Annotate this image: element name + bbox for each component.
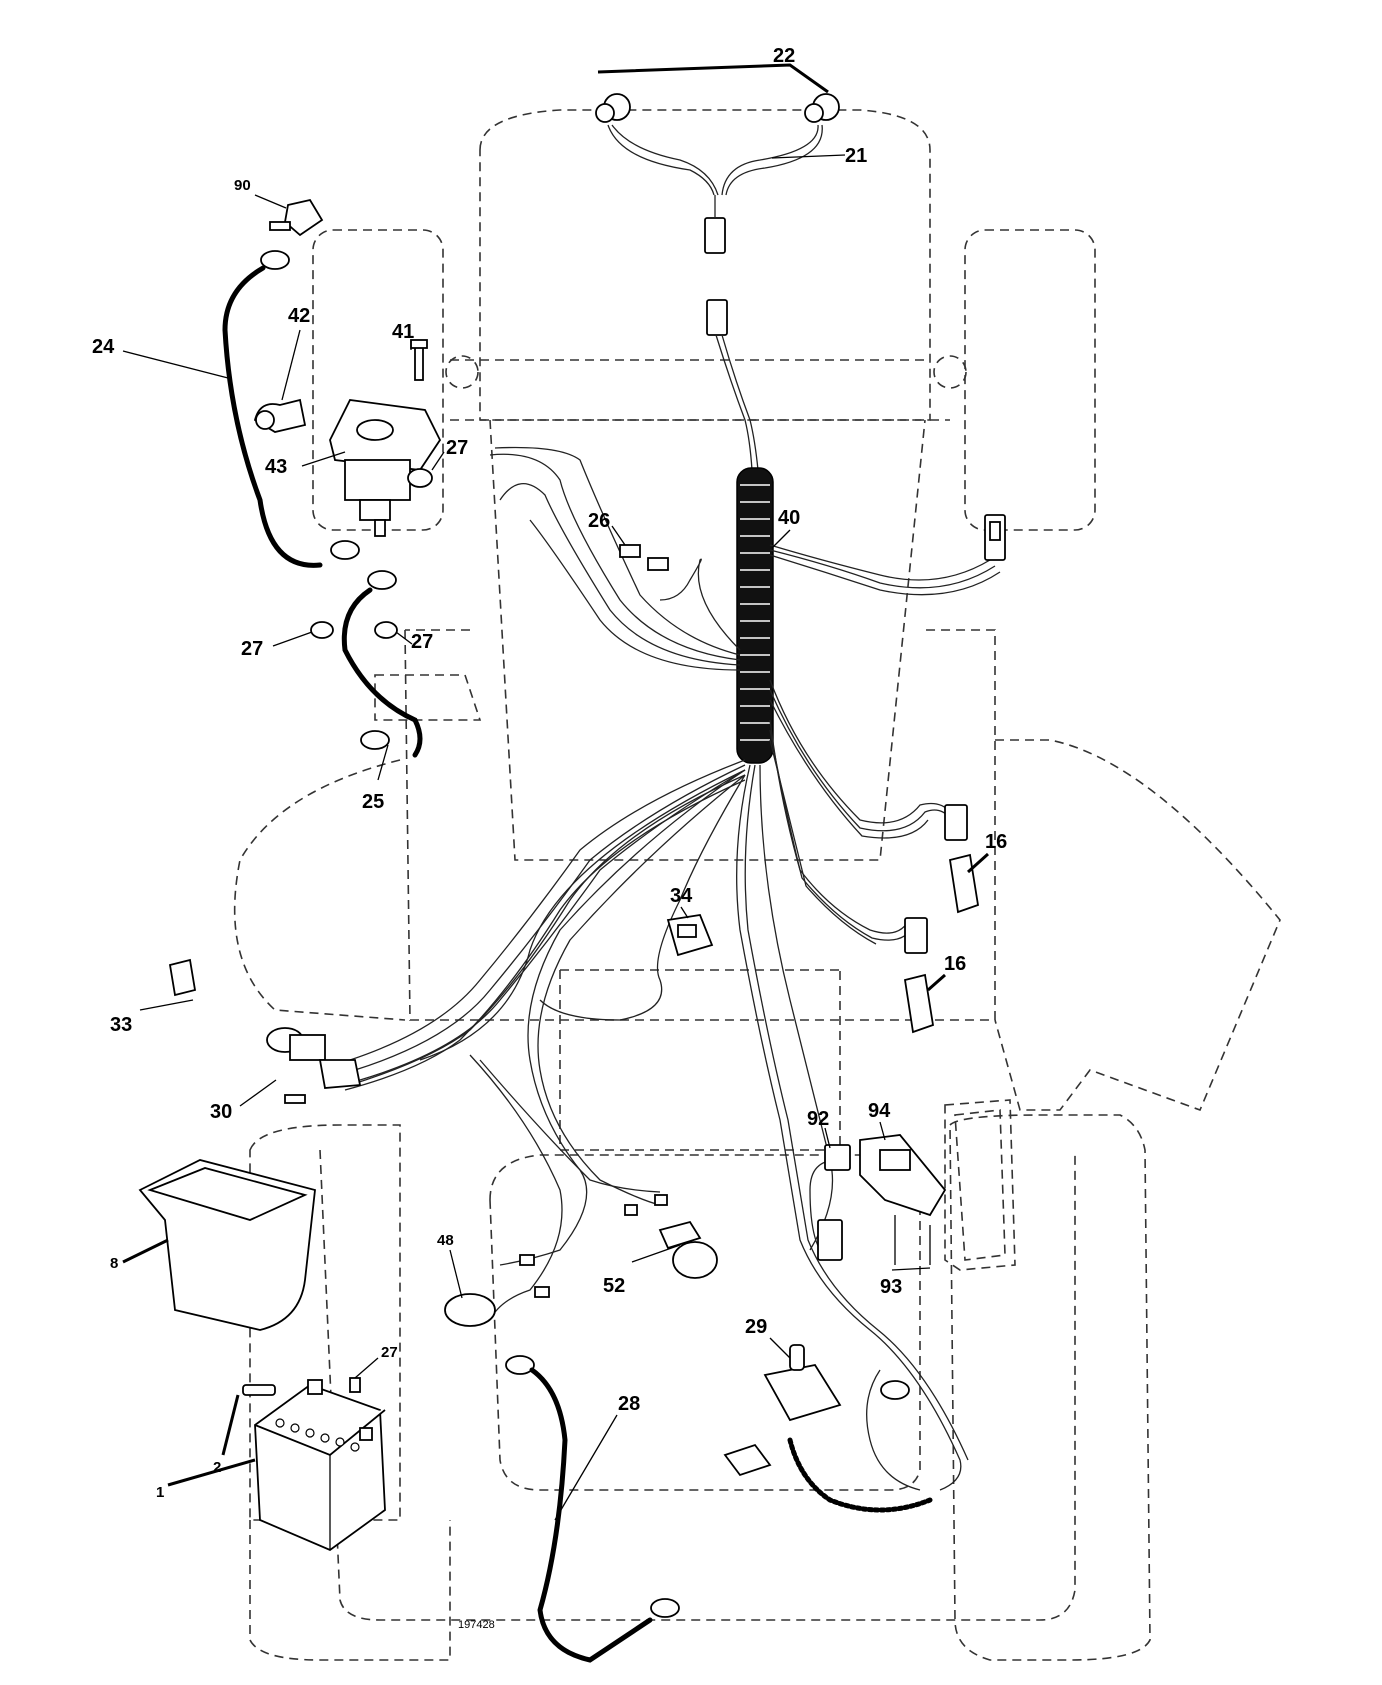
callout-26: 26 [588,510,610,532]
callout-16-upper: 16 [985,831,1007,853]
callout-22: 22 [773,45,795,67]
callout-42: 42 [288,305,310,327]
callout-25: 25 [362,791,384,813]
callout-43: 43 [265,456,287,478]
callout-33: 33 [110,1014,132,1036]
leader-lines [122,63,990,1521]
callout-27-right: 27 [411,631,433,653]
headlight-assembly [595,93,840,471]
callout-29: 29 [745,1316,767,1338]
callout-94: 94 [868,1100,891,1122]
callout-28: 28 [618,1393,640,1415]
callout-41: 41 [392,321,414,343]
callout-labels: 22 21 90 24 42 41 43 27 27 27 25 26 40 1… [92,45,1007,1631]
callout-24: 24 [92,336,115,358]
callout-2: 2 [213,1459,221,1476]
drawing-number: 197428 [458,1619,495,1631]
battery-cables [222,250,933,1663]
harness-branches [344,446,1006,1491]
callout-34: 34 [670,885,693,907]
callout-21: 21 [845,145,867,167]
callout-27-battery: 27 [381,1344,398,1361]
callout-93: 93 [880,1276,902,1298]
callout-8: 8 [110,1255,118,1272]
callout-48: 48 [437,1232,454,1249]
callout-27-solenoid: 27 [446,437,468,459]
starter-solenoid [253,339,442,537]
callout-92: 92 [807,1108,829,1130]
callout-16-lower: 16 [944,953,966,975]
small-parts [138,198,980,1552]
callout-1: 1 [156,1484,164,1501]
callout-90: 90 [234,177,251,194]
tractor-outline [233,109,1281,1661]
harness-loom [736,467,774,764]
callout-27-left: 27 [241,638,263,660]
callout-40: 40 [778,507,800,529]
callout-30: 30 [210,1101,232,1123]
callout-52: 52 [603,1275,625,1297]
